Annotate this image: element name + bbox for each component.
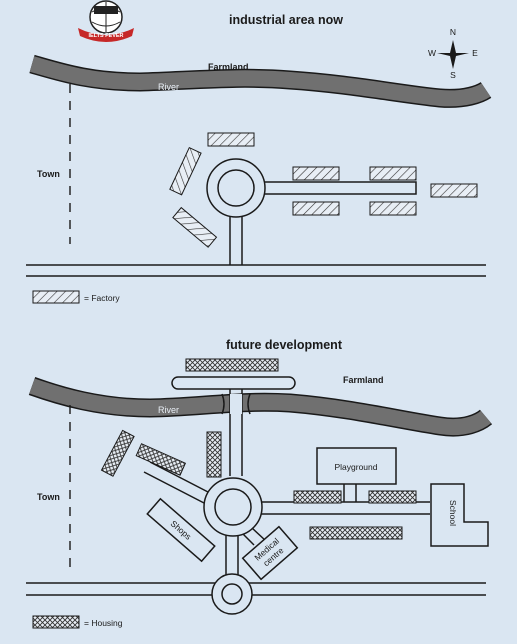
compass-rose-icon [437,40,469,69]
medical-centre-building [241,525,299,581]
playground [316,447,397,485]
southeast-road [242,527,267,546]
shops: Shops [146,497,216,563]
compass-n-label: N [450,27,456,37]
logo-banner [78,28,134,42]
east-road [261,501,430,515]
roundabout-outer [203,477,263,537]
housing [135,443,187,476]
factory [430,183,478,198]
north-road [171,376,296,390]
farmland-label: Farmland [343,375,384,385]
compass-s-label: S [450,70,456,80]
roundabout-outer [206,158,266,218]
river-label: River [158,82,179,92]
map-now: industrial area now River Farmland Town … [26,13,492,304]
compass-w-label: W [428,48,436,58]
playground-label: Playground [334,462,377,472]
factory [169,146,202,196]
river [29,378,492,435]
south-roundabout-inner [221,583,243,605]
housing [185,358,279,372]
river-label: River [158,405,179,415]
bridge-deck [230,394,242,414]
compass: N S W E [428,27,478,80]
factory [369,166,417,181]
medical-centre: Medical centre [241,525,299,581]
school-label: School [448,500,458,526]
housing [100,429,135,477]
roundabout-inner [214,488,252,526]
roundabout-inner [217,169,255,207]
legend-housing-swatch [32,615,80,629]
access-road [229,216,243,265]
legend-factory-swatch [32,290,80,304]
south-roundabout-outer [211,573,253,615]
shops-building [146,497,216,563]
playground-path [343,484,357,502]
access-road [225,535,239,575]
northwest-road [143,461,209,504]
farmland-label: Farmland [208,62,249,72]
map-future-title: future development [226,338,343,352]
housing [206,431,222,478]
logo-cap-icon [94,6,118,14]
housing [293,490,342,504]
factory [369,201,417,216]
compass-e-label: E [472,48,478,58]
legend-housing-label: = Housing [84,618,123,628]
factory [172,206,218,248]
factory [207,132,255,147]
housing [309,526,403,540]
factory [292,166,340,181]
map-future: future development River Farmland Town [26,338,493,629]
school [430,483,489,547]
bridge-rails [221,393,251,415]
legend-factory-label: = Factory [84,293,120,303]
ielts-fever-logo: IELTS FEVER [78,0,134,42]
town-label: Town [37,169,60,179]
town-label: Town [37,492,60,502]
map-now-title: industrial area now [229,13,343,27]
logo-text: IELTS FEVER [88,33,123,39]
river [29,56,491,107]
east-road [264,181,417,195]
factory [292,201,340,216]
housing [368,490,417,504]
